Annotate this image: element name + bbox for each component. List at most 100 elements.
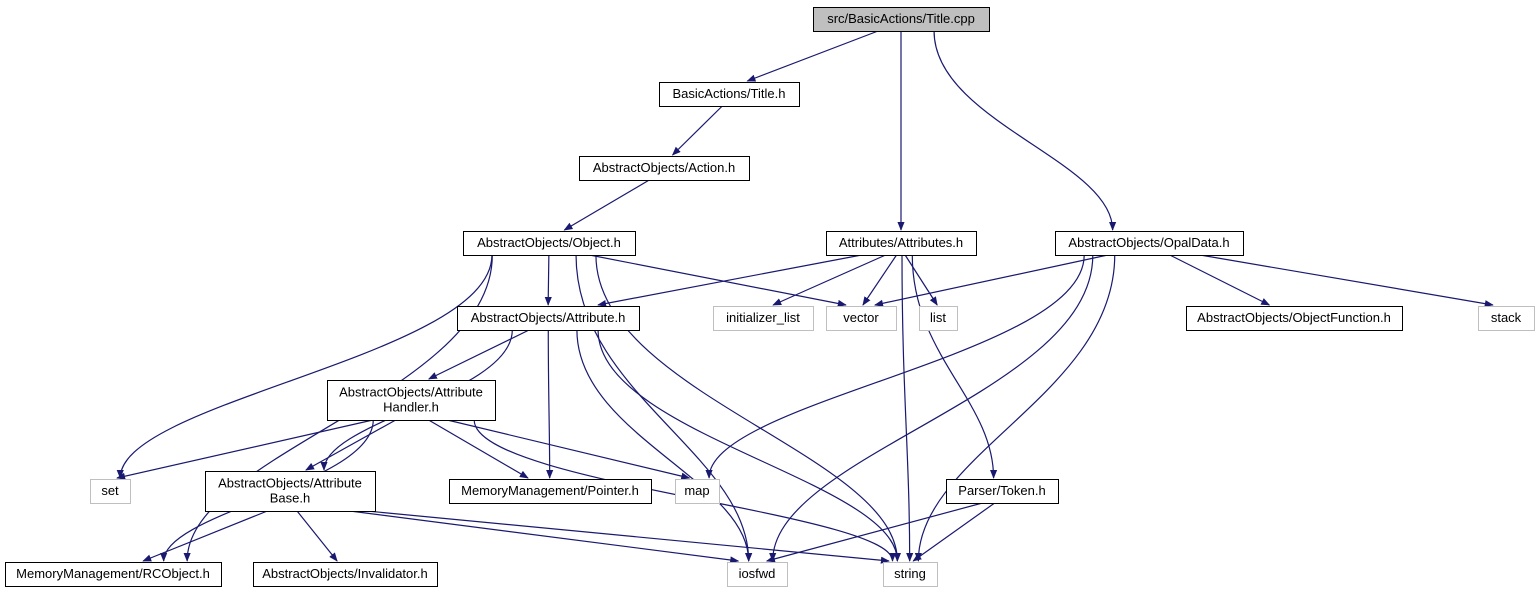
edge-object-h-to-vector [589, 254, 847, 307]
edge-attribute-h-to-attrhandler-h [428, 329, 530, 380]
node-box-objectfunction-h [1186, 306, 1403, 331]
node-label-title-h-0: BasicActions/Title.h [673, 86, 786, 101]
node-token-h[interactable]: Parser/Token.h [946, 479, 1059, 504]
node-label-invalidator-h-0: AbstractObjects/Invalidator.h [262, 566, 427, 581]
node-object-h[interactable]: AbstractObjects/Object.h [463, 231, 636, 256]
edge-object-h-to-attribute-h [544, 254, 552, 306]
node-rcobject-h[interactable]: MemoryManagement/RCObject.h [5, 562, 222, 587]
edge-attributes-h-to-string [901, 254, 914, 562]
edge-token-h-to-string [912, 502, 995, 562]
node-box-stack [1478, 306, 1535, 331]
node-set: set [90, 479, 131, 504]
edge-attrhandler-h-to-pointer-h [428, 419, 529, 479]
edge-opaldata-h-to-map [705, 254, 1085, 479]
edge-object-h-to-set [116, 254, 493, 479]
node-title-h[interactable]: BasicActions/Title.h [659, 82, 800, 107]
node-label-token-h-0: Parser/Token.h [958, 483, 1045, 498]
edge-attrhandler-h-to-attrbase-h [305, 419, 396, 471]
node-opaldata-h[interactable]: AbstractObjects/OpalData.h [1055, 231, 1244, 256]
node-label-pointer-h-0: MemoryManagement/Pointer.h [461, 483, 639, 498]
node-box-attrhandler-h [327, 380, 496, 421]
node-label-set-0: set [101, 483, 119, 498]
node-label-vector-0: vector [843, 310, 879, 325]
node-box-rcobject-h [5, 562, 222, 587]
edge-attributes-h-to-list [904, 254, 938, 306]
edge-attrbase-h-to-rcobject-h [142, 510, 268, 562]
node-label-stack-0: stack [1491, 310, 1522, 325]
node-box-set [90, 479, 131, 504]
node-vector: vector [826, 306, 897, 331]
edge-opaldata-h-to-string [914, 254, 1116, 562]
edge-object-h-to-iosfwd [575, 254, 753, 562]
node-box-object-h [463, 231, 636, 256]
edge-attributes-h-to-token-h [911, 254, 998, 479]
edge-attribute-h-to-pointer-h [546, 329, 554, 479]
edge-object-h-to-string [595, 254, 901, 562]
node-label-map-0: map [684, 483, 709, 498]
edge-attrbase-h-to-invalidator-h [296, 510, 338, 562]
edge-opaldata-h-to-objectfunction-h [1169, 254, 1271, 306]
node-box-invalidator-h [253, 562, 438, 587]
node-box-pointer-h [449, 479, 652, 504]
node-label-string-0: string [894, 566, 926, 581]
edge-attribute-h-to-string [597, 329, 901, 562]
node-label-initializer-list-0: initializer_list [726, 310, 800, 325]
edge-attrhandler-h-to-map [447, 419, 691, 480]
node-label-opaldata-h-0: AbstractObjects/OpalData.h [1068, 235, 1229, 250]
node-stack: stack [1478, 306, 1535, 331]
edge-attrhandler-h-to-set [116, 419, 374, 480]
node-label-attrhandler-h-1: Handler.h [383, 400, 439, 415]
edge-attributes-h-to-vector [862, 254, 898, 306]
node-iosfwd: iosfwd [727, 562, 788, 587]
edge-action-h-to-object-h [563, 179, 650, 231]
node-invalidator-h[interactable]: AbstractObjects/Invalidator.h [253, 562, 438, 587]
edge-opaldata-h-to-stack [1200, 254, 1494, 308]
node-box-list [919, 306, 958, 331]
node-objectfunction-h[interactable]: AbstractObjects/ObjectFunction.h [1186, 306, 1403, 331]
node-box-title-cpp [813, 7, 990, 32]
node-box-action-h [579, 156, 750, 181]
node-label-attrhandler-h-0: AbstractObjects/Attribute [339, 385, 483, 400]
node-map: map [675, 479, 720, 504]
node-label-attrbase-h-0: AbstractObjects/Attribute [218, 476, 362, 491]
node-attribute-h[interactable]: AbstractObjects/Attribute.h [457, 306, 640, 331]
node-label-rcobject-h-0: MemoryManagement/RCObject.h [16, 566, 210, 581]
node-label-object-h-0: AbstractObjects/Object.h [477, 235, 621, 250]
edge-title-h-to-action-h [671, 105, 723, 156]
edge-attributes-h-to-initializer-list [772, 254, 886, 306]
edge-title-cpp-to-title-h [746, 30, 879, 82]
node-label-objectfunction-h-0: AbstractObjects/ObjectFunction.h [1197, 310, 1391, 325]
node-box-attribute-h [457, 306, 640, 331]
node-label-attributes-h-0: Attributes/Attributes.h [839, 235, 963, 250]
node-string: string [883, 562, 938, 587]
node-label-attribute-h-0: AbstractObjects/Attribute.h [471, 310, 626, 325]
node-action-h[interactable]: AbstractObjects/Action.h [579, 156, 750, 181]
edge-opaldata-h-to-iosfwd [769, 254, 1094, 562]
edge-attrbase-h-to-string [366, 510, 890, 564]
node-label-action-h-0: AbstractObjects/Action.h [593, 160, 735, 175]
node-box-map [675, 479, 720, 504]
nodes-layer: src/BasicActions/Title.cppBasicActions/T… [5, 7, 1535, 587]
node-label-attrbase-h-1: Base.h [270, 491, 310, 506]
node-title-cpp[interactable]: src/BasicActions/Title.cpp [813, 7, 990, 32]
edge-attributes-h-to-attribute-h [597, 254, 862, 308]
node-label-title-cpp-0: src/BasicActions/Title.cpp [827, 11, 975, 26]
node-list: list [919, 306, 958, 331]
node-pointer-h[interactable]: MemoryManagement/Pointer.h [449, 479, 652, 504]
edge-attribute-h-to-iosfwd [576, 329, 753, 562]
edge-attrbase-h-to-iosfwd [349, 510, 740, 564]
node-box-iosfwd [727, 562, 788, 587]
node-label-list-0: list [930, 310, 946, 325]
edge-token-h-to-iosfwd [765, 502, 983, 563]
node-box-opaldata-h [1055, 231, 1244, 256]
node-attributes-h[interactable]: Attributes/Attributes.h [826, 231, 977, 256]
node-box-vector [826, 306, 897, 331]
node-box-token-h [946, 479, 1059, 504]
node-box-title-h [659, 82, 800, 107]
node-box-attrbase-h [205, 471, 376, 512]
edge-opaldata-h-to-vector [874, 254, 1108, 307]
node-box-initializer-list [713, 306, 814, 331]
